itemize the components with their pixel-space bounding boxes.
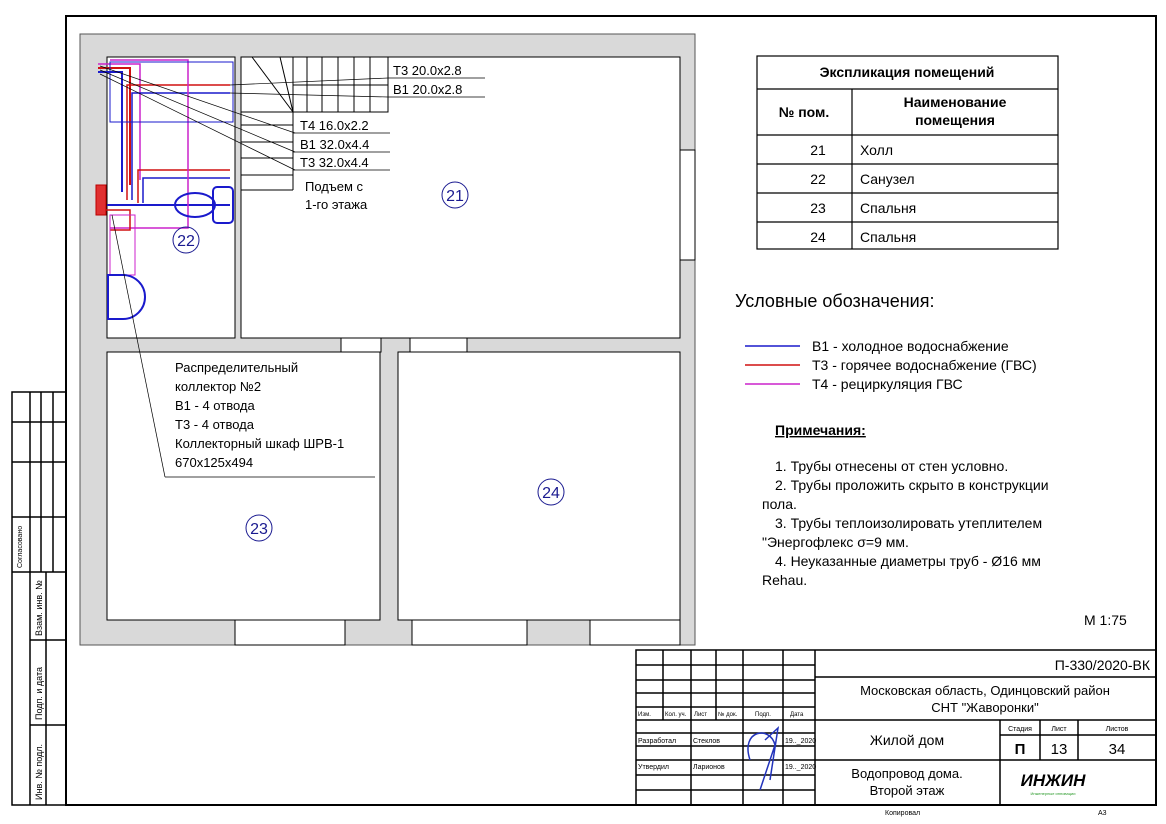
collector-note-line: В1 - 4 отвода (175, 398, 255, 413)
explication-col-name: Наименование (904, 94, 1007, 110)
riser-note: Подъем с (305, 179, 363, 194)
side-agreed-label: Согласовано (17, 526, 24, 568)
stamp-header: Подп. (755, 712, 771, 718)
side-sign-date-label: Подп. и дата (34, 667, 44, 720)
side-inv-replace-label: Взам. инв. № (34, 580, 44, 636)
title-block (635, 649, 1157, 806)
object-name: Жилой дом (870, 732, 944, 748)
sheets-value: 34 (1109, 741, 1126, 758)
developed-name: Стеклов (693, 738, 720, 745)
explication-rows: 21 Холл 22 Санузел 23 Спальня 24 Спальня (810, 142, 916, 245)
window (234, 619, 346, 646)
stairs (241, 56, 389, 191)
pipe-label: В1 32.0x4.4 (300, 137, 369, 152)
stamp-people: Разработал Стеклов 19.._2020 Утвердил Ла… (638, 737, 816, 771)
room-markers (172, 181, 565, 542)
notes: 1. Трубы отнесены от стен условно. 2. Тр… (762, 458, 1049, 588)
stamp-header: № док. (718, 711, 738, 718)
address: Московская область, Одинцовский район (860, 683, 1110, 698)
sheet-title: Второй этаж (870, 783, 945, 798)
format-label: А3 (1098, 810, 1107, 817)
developed-date: 19.._2020 (785, 738, 816, 745)
explication-title: Экспликация помещений (820, 64, 995, 80)
legend-item: Т4 - рециркуляция ГВС (812, 376, 963, 392)
room-name: Санузел (860, 171, 915, 187)
legend-item: В1 - холодное водоснабжение (812, 338, 1009, 354)
sheet-title: Водопровод дома. (851, 766, 962, 781)
stamp-header: Изм. (638, 712, 651, 718)
stamp-header: Лист (694, 712, 707, 718)
approved-label: Утвердил (638, 764, 669, 771)
stage-value: П (1015, 741, 1026, 758)
sheet-value: 13 (1051, 741, 1068, 758)
note-line: 2. Трубы проложить скрыто в конструкции (775, 477, 1049, 493)
explication-col-name: помещения (915, 112, 995, 128)
pipe-label: Т4 16.0x2.2 (300, 118, 369, 133)
window (679, 149, 696, 261)
company-logo-sub: Инженерные инновации (1030, 791, 1075, 796)
room-num: 23 (810, 200, 826, 216)
note-line: Rehau. (762, 572, 807, 588)
room-number-21: 21 (446, 188, 464, 205)
company-logo: ИНЖИН (1021, 771, 1086, 790)
doc-number: П-330/2020-ВК (1055, 657, 1151, 673)
stamp-header: Дата (790, 712, 804, 718)
pipes (95, 59, 234, 320)
pipe-label: Т3 20.0x2.8 (393, 63, 462, 78)
leader-lines (99, 65, 485, 478)
stamp-headers: Изм. Кол. уч. Лист № док. Подп. Дата (638, 711, 804, 718)
side-strip (11, 391, 67, 806)
note-line: 1. Трубы отнесены от стен условно. (775, 458, 1008, 474)
room-num: 22 (810, 171, 826, 187)
scale-label: М 1:75 (1084, 612, 1127, 628)
copied-label: Копировал (885, 810, 920, 817)
room-21 (240, 56, 681, 339)
signature (747, 725, 780, 791)
room-22 (106, 56, 236, 339)
floor-plan (79, 33, 696, 646)
room-23 (106, 351, 381, 621)
collector-note-line: Распределительный (175, 360, 298, 375)
side-inv-orig-label: Инв. № подл. (34, 744, 44, 800)
legend-item: Т3 - горячее водоснабжение (ГВС) (812, 357, 1037, 373)
sheet-label: Лист (1051, 726, 1067, 733)
explication-col-num: № пом. (779, 104, 830, 120)
approved-date: 19.._2020 (785, 764, 816, 771)
explication-table (756, 55, 1059, 250)
notes-title: Примечания: (775, 422, 866, 438)
approved-name: Ларионов (693, 764, 725, 771)
note-line: "Энергофлекс σ=9 мм. (762, 534, 909, 550)
window (589, 619, 681, 646)
window (411, 619, 528, 646)
pipe-labels: Т3 20.0x2.8 В1 20.0x2.8 Т4 16.0x2.2 В1 3… (300, 63, 462, 212)
stamp-header: Кол. уч. (665, 712, 687, 718)
room-name: Холл (860, 142, 893, 158)
pipe-label: В1 20.0x2.8 (393, 82, 462, 97)
address: СНТ "Жаворонки" (931, 700, 1039, 715)
room-name: Спальня (860, 229, 916, 245)
collector-note: Распределительный коллектор №2 В1 - 4 от… (175, 360, 344, 470)
door (340, 337, 382, 353)
collector-note-line: 670x125x494 (175, 455, 253, 470)
room-number-23: 23 (250, 521, 268, 538)
note-line: пола. (762, 496, 797, 512)
collector-note-line: Т3 - 4 отвода (175, 417, 255, 432)
pipe-label: Т3 32.0x4.4 (300, 155, 369, 170)
riser-note: 1-го этажа (305, 197, 368, 212)
note-line: 4. Неуказанные диаметры труб - Ø16 мм (775, 553, 1041, 569)
collector-note-line: коллектор №2 (175, 379, 261, 394)
room-name: Спальня (860, 200, 916, 216)
door (409, 337, 468, 353)
room-num: 24 (810, 229, 826, 245)
developed-label: Разработал (638, 737, 676, 745)
stage-label: Стадия (1008, 726, 1032, 733)
note-line: 3. Трубы теплоизолировать утеплителем (775, 515, 1042, 531)
legend-title: Условные обозначения: (735, 291, 934, 311)
sheets-label: Листов (1106, 726, 1129, 733)
room-number-24: 24 (542, 485, 560, 502)
collector-note-line: Коллекторный шкаф ШРВ-1 (175, 436, 344, 451)
room-num: 21 (810, 142, 826, 158)
room-number-22: 22 (177, 233, 195, 250)
